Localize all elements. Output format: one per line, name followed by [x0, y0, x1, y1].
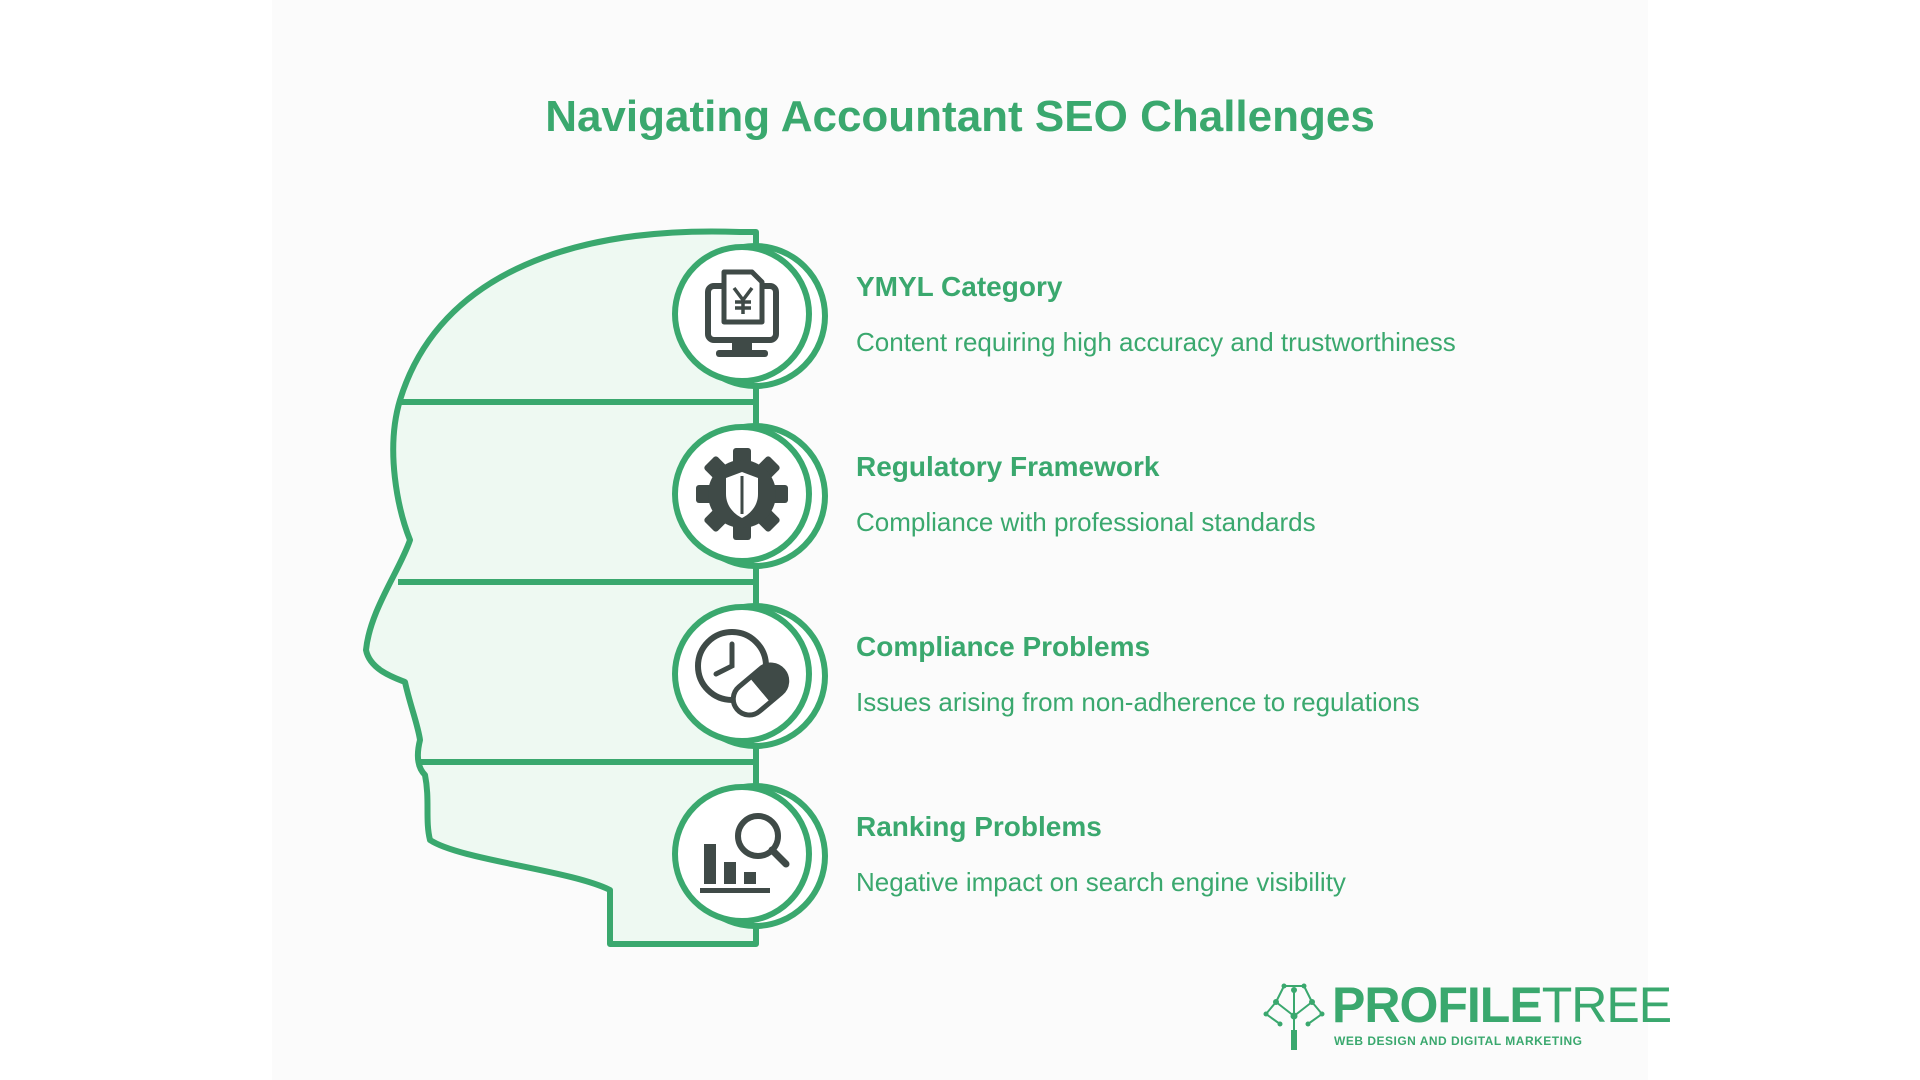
- page-title: Navigating Accountant SEO Challenges: [545, 92, 1375, 141]
- head-silhouette: [363, 228, 759, 947]
- item-description: Negative impact on search engine visibil…: [856, 867, 1346, 897]
- chart-magnifier-icon: [672, 783, 828, 929]
- item-title: YMYL Category: [856, 271, 1063, 302]
- item-title: Regulatory Framework: [856, 451, 1160, 482]
- brand-tagline: WEB DESIGN AND DIGITAL MARKETING: [1334, 1034, 1583, 1048]
- computer-document-yen-icon: [672, 243, 828, 389]
- brand-name: PROFILETREE: [1332, 977, 1672, 1033]
- item-compliance-problems: Compliance Problems Issues arising from …: [856, 630, 1420, 718]
- gear-shield-icon: [672, 423, 828, 569]
- item-description: Compliance with professional standards: [856, 507, 1316, 537]
- item-title: Ranking Problems: [856, 811, 1102, 842]
- brand-logo: PROFILETREE WEB DESIGN AND DIGITAL MARKE…: [1262, 974, 1672, 1054]
- item-title: Compliance Problems: [856, 631, 1151, 662]
- clock-pill-icon: [672, 603, 828, 749]
- item-ymyl-category: YMYL Category Content requiring high acc…: [856, 270, 1456, 358]
- item-ranking-problems: Ranking Problems Negative impact on sear…: [856, 810, 1346, 898]
- tree-network-icon: [1263, 983, 1325, 1050]
- item-description: Content requiring high accuracy and trus…: [856, 327, 1456, 357]
- item-description: Issues arising from non-adherence to reg…: [856, 687, 1420, 717]
- item-regulatory-framework: Regulatory Framework Compliance with pro…: [856, 450, 1316, 538]
